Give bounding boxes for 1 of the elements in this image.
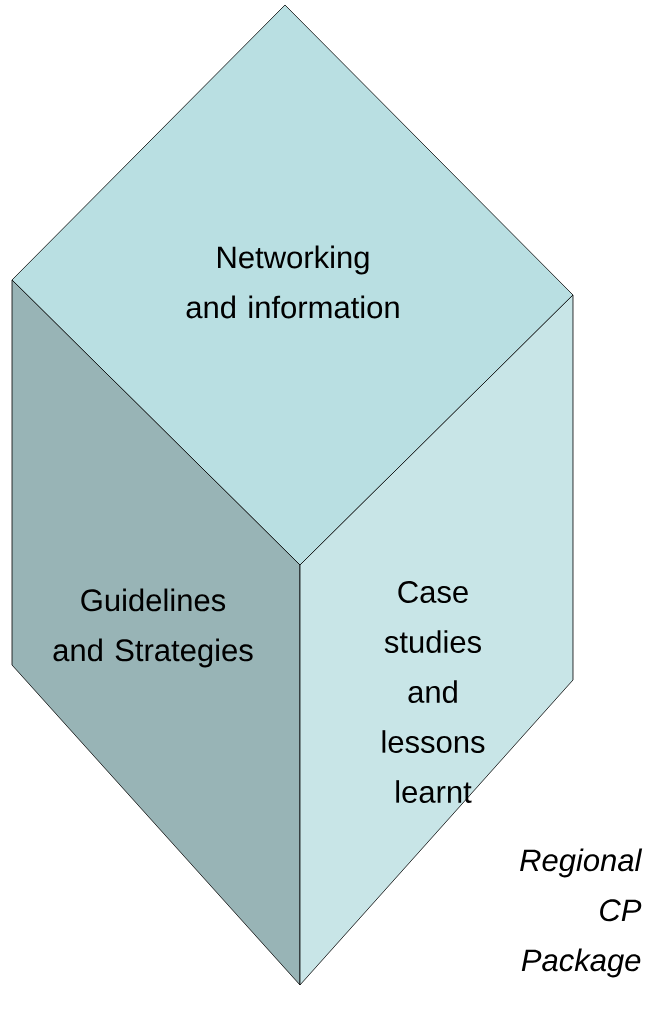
cube-face: Networking and information (11, 4, 574, 566)
